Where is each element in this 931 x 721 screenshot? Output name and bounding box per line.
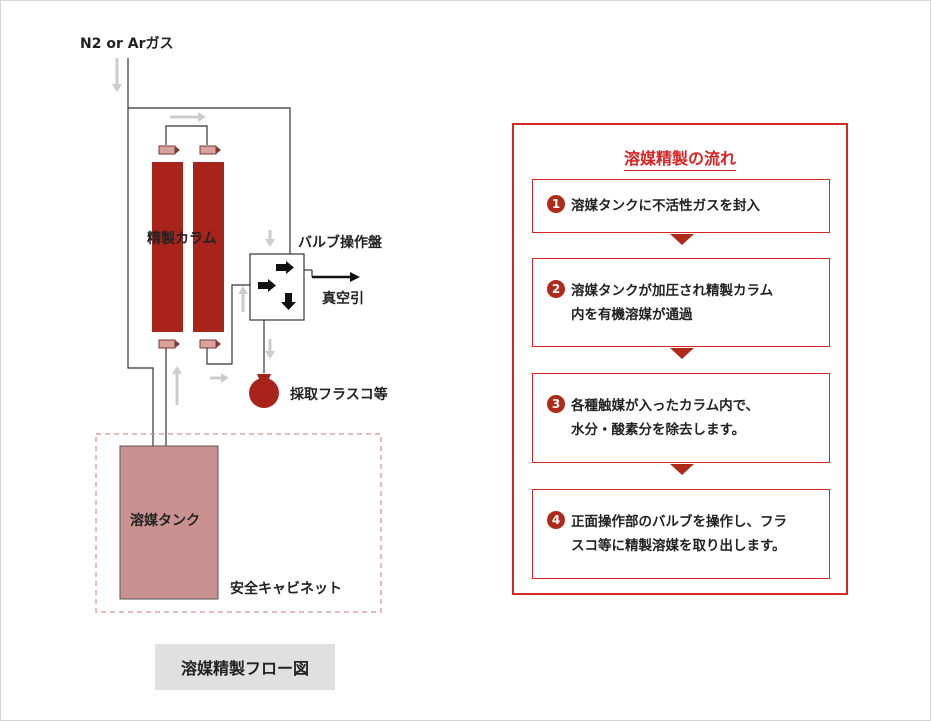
flask-label: 採取フラスコ等 xyxy=(290,387,388,403)
step-number-badge: 3 xyxy=(547,395,565,413)
flow-down-arrow-icon xyxy=(670,348,694,359)
flow-title: 溶媒精製の流れ xyxy=(514,145,846,171)
step-text: 各種触媒が入ったカラム内で、 水分・酸素分を除去します。 xyxy=(571,398,760,438)
column-label: 精製カラム xyxy=(147,231,217,247)
purification-column-right xyxy=(193,162,224,332)
cap-arrows xyxy=(175,146,221,348)
tank-label: 溶媒タンク xyxy=(130,513,200,529)
flow-down-arrow-icon xyxy=(670,234,694,245)
gas-inlet-arrow xyxy=(112,58,122,92)
solvent-tank xyxy=(119,445,219,600)
gas-label: N2 or Arガス xyxy=(80,36,174,52)
step-number-badge: 1 xyxy=(547,195,565,213)
flow-down-arrow-icon xyxy=(670,464,694,475)
vacuum-line xyxy=(304,269,360,282)
flow-step-3: 3 各種触媒が入ったカラム内で、 水分・酸素分を除去します。 xyxy=(532,373,830,463)
step-text: 溶媒タンクが加圧され精製カラム 内を有機溶媒が通過 xyxy=(571,282,774,323)
valve-panel-label: バルブ操作盤 xyxy=(298,235,382,251)
step-number-badge: 2 xyxy=(547,279,565,298)
gas-line xyxy=(127,58,291,448)
valve-arrow-icons xyxy=(258,261,296,310)
tank-up-arrow xyxy=(172,366,182,405)
bottom-right-arrow xyxy=(210,373,229,383)
column-to-valve-line xyxy=(206,284,250,365)
diagram-caption: 溶媒精製フロー図 xyxy=(155,644,335,690)
safety-cabinet xyxy=(95,433,382,613)
flask-line xyxy=(263,320,275,373)
purification-column-left xyxy=(152,162,183,332)
flow-step-1: 1 溶媒タンクに不活性ガスを封入 xyxy=(532,179,830,233)
flow-step-4: 4 正面操作部のバルブを操作し、フラ スコ等に精製溶媒を取り出します。 xyxy=(532,489,830,579)
step-number-badge: 4 xyxy=(547,511,565,529)
vacuum-label: 真空引 xyxy=(322,291,364,307)
valve-up-arrow xyxy=(238,286,248,312)
flow-panel: 溶媒精製の流れ 1 溶媒タンクに不活性ガスを封入 2 溶媒タンクが加圧され精製カ… xyxy=(512,123,848,595)
top-right-arrow xyxy=(170,112,206,122)
flask-icon xyxy=(249,374,279,408)
valve-down-arrow xyxy=(265,230,275,247)
step-text: 正面操作部のバルブを操作し、フラ スコ等に精製溶媒を取り出します。 xyxy=(571,514,787,554)
flow-step-2: 2 溶媒タンクが加圧され精製カラム 内を有機溶媒が通過 xyxy=(532,258,830,347)
step-text: 溶媒タンクに不活性ガスを封入 xyxy=(571,198,760,214)
column-top-connection xyxy=(165,125,208,145)
cabinet-label: 安全キャビネット xyxy=(230,581,342,597)
